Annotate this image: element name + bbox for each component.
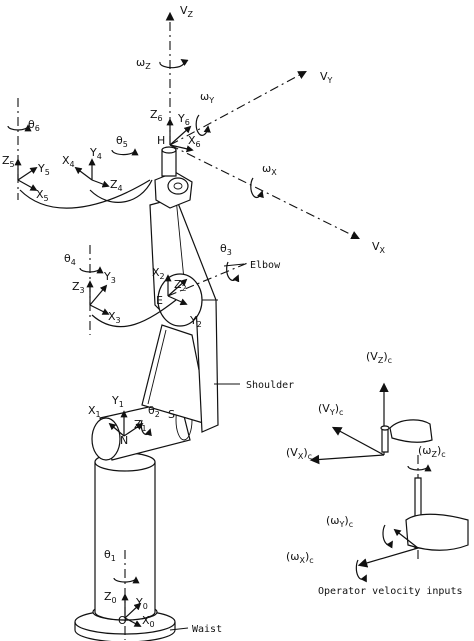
x2-label: X2 (152, 266, 165, 281)
theta1-label: θ1 (104, 548, 116, 563)
operator-caption: Operator velocity inputs (318, 586, 463, 597)
elbow-label: Elbow (250, 260, 281, 271)
upper-arm (141, 324, 211, 426)
waist-frames (113, 550, 189, 640)
vz-label: VZ (180, 4, 194, 19)
x4-label: X4 (62, 154, 75, 169)
op-vy-label: (VY)c (318, 402, 343, 417)
z5-label: Z5 (2, 154, 15, 169)
x1-label: X1 (88, 404, 101, 419)
vx-label: VX (372, 240, 386, 255)
s-label: S (168, 408, 175, 421)
theta2-label: θ2 (148, 404, 160, 419)
y6-label: Y6 (177, 112, 190, 127)
op-wy-label: (ωY)c (326, 514, 353, 529)
o-label: O (118, 614, 127, 627)
x3-label: X3 (108, 310, 121, 325)
x0-label: X0 (142, 614, 155, 629)
x5-label: X5 (36, 188, 49, 203)
shoulder-frames (108, 383, 240, 437)
op-wz-label: (ωZ)c (418, 444, 446, 459)
z1-label: Z1 (134, 418, 147, 433)
theta5-label: θ5 (116, 134, 128, 149)
z4-label: Z4 (110, 178, 123, 193)
global-axes (159, 11, 360, 240)
wy-label: ωY (200, 90, 214, 105)
z3-label: Z3 (72, 280, 85, 295)
wrist-block (154, 146, 193, 209)
vy-label: VY (320, 70, 333, 85)
wrist-frames (7, 98, 153, 209)
y5-label: Y5 (37, 162, 50, 177)
z2-label: Z2 (174, 278, 187, 293)
y0-label: Y0 (135, 596, 148, 611)
elbow-frames (79, 245, 251, 335)
z6-label: Z6 (150, 108, 163, 123)
operator-input-diagram (309, 382, 469, 583)
op-vx-label: (VX)c (286, 446, 312, 461)
shoulder-label: Shoulder (246, 380, 294, 391)
op-wx-label: (ωX)c (286, 550, 314, 565)
wz-label: ωZ (136, 56, 151, 71)
theta3-label: θ3 (220, 242, 232, 257)
theta6-label: θ6 (28, 118, 40, 133)
labels: VZ VY VX ωZ ωY ωX Z6 Y6 X6 H θ6 θ5 Z5 Y5… (2, 4, 463, 635)
e-label: E (156, 294, 163, 307)
waist-label: Waist (192, 624, 222, 635)
h-label: H (157, 134, 165, 147)
y3-label: Y3 (103, 270, 116, 285)
op-vz-label: (VZ)c (366, 350, 392, 365)
n-label: N (120, 434, 128, 447)
theta4-label: θ4 (64, 252, 76, 267)
y1-label: Y1 (111, 394, 124, 409)
y4-label: Y4 (89, 146, 102, 161)
z0-label: Z0 (104, 590, 117, 605)
y2-label: Y2 (189, 314, 202, 329)
wx-label: ωX (262, 162, 277, 177)
x6-label: X6 (188, 134, 201, 149)
